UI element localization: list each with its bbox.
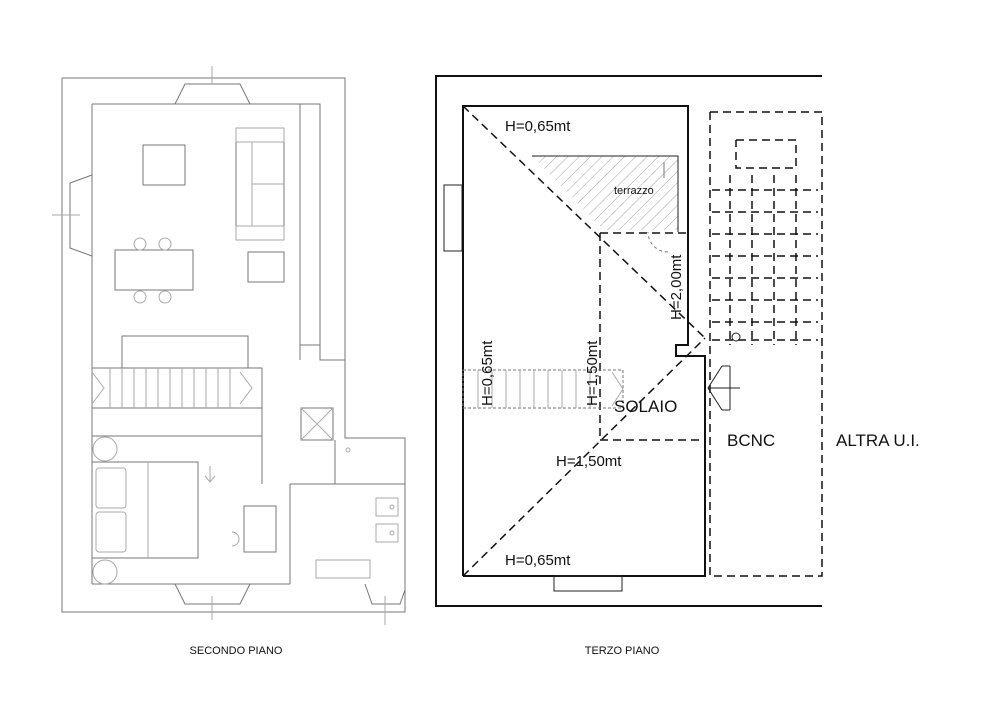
staircase xyxy=(91,367,263,409)
label-h-terrace-vertical: H=2,00mt xyxy=(668,254,685,320)
label-h-bottom: H=0,65mt xyxy=(505,552,571,569)
slope-line-1 xyxy=(462,105,706,339)
other-unit-outline xyxy=(709,111,823,577)
window-bottom-wall xyxy=(553,575,623,592)
bed xyxy=(91,461,199,559)
outer-boundary xyxy=(61,77,406,613)
label-solaio: SOLAIO xyxy=(614,397,677,416)
label-h-diag: H=1,50mt xyxy=(556,453,622,470)
terrace-hatch xyxy=(532,156,678,230)
bidet xyxy=(375,497,399,517)
third-floor-plan: H=0,65mt terrazzo H=0,65mt H=1,50mt H=2,… xyxy=(435,75,920,657)
desk xyxy=(243,505,277,553)
label-h-mid-vertical: H=1,50mt xyxy=(584,340,601,406)
room-outline xyxy=(462,105,706,577)
ottoman xyxy=(247,251,285,283)
stair-landing xyxy=(121,335,249,369)
window-bathroom xyxy=(364,583,406,605)
outer-frame xyxy=(435,75,822,607)
label-bcnc: BCNC xyxy=(727,431,775,450)
caption-second-floor: SECONDO PIANO xyxy=(190,645,283,657)
toilet xyxy=(375,523,399,543)
coffee-table xyxy=(142,144,186,186)
dining-table xyxy=(114,249,194,291)
neighbour-stair-grid xyxy=(712,175,818,345)
sink xyxy=(315,559,371,579)
marker-circle xyxy=(731,332,741,342)
caption-third-floor: TERZO PIANO xyxy=(585,645,660,657)
label-altra: ALTRA U.I. xyxy=(836,431,920,450)
shaft xyxy=(300,407,334,441)
label-h-left-vertical: H=0,65mt xyxy=(479,340,496,406)
stairs-below xyxy=(462,369,624,409)
slope-line-2 xyxy=(462,337,706,577)
label-h-top: H=0,65mt xyxy=(505,118,571,135)
entrance-arrow-icon xyxy=(707,365,740,411)
second-floor-plan: SECONDO PIANO xyxy=(52,66,406,657)
window-top xyxy=(174,83,251,105)
window-left-wall xyxy=(443,184,463,252)
label-terrace: terrazzo xyxy=(614,185,654,197)
